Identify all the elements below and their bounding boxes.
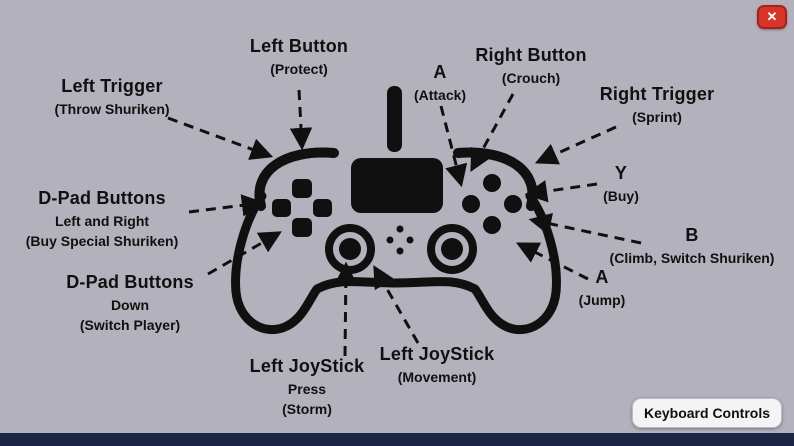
label-title: Left Trigger (61, 76, 163, 96)
label-left-trigger: Left Trigger (Throw Shuriken) (54, 76, 169, 118)
label-line: (Storm) (282, 401, 332, 418)
label-title: D-Pad Buttons (66, 272, 194, 292)
annotation-arrows (167, 89, 642, 357)
label-line: (Jump) (578, 291, 626, 308)
label-line: Press (287, 380, 327, 397)
label-title: B (685, 225, 699, 245)
arrow-a-attack (439, 105, 468, 188)
label-line: (Buy) (603, 187, 639, 204)
touchpad (351, 158, 443, 213)
arrow-right-trigger (534, 125, 617, 165)
label-line: Down (110, 296, 150, 313)
label-line: Left and Right (54, 212, 150, 229)
label-line: (Sprint) (632, 108, 682, 125)
label-y-buy: Y (Buy) (603, 163, 639, 205)
label-line: (Buy Special Shuriken) (25, 233, 179, 250)
label-stick-press: Left JoyStick Press (Storm) (250, 356, 365, 418)
label-left-button: Left Button (Protect) (250, 36, 348, 78)
close-icon: ✕ (766, 9, 778, 24)
label-title: Right Button (475, 45, 587, 65)
label-stick-move: Left JoyStick (Movement) (380, 344, 495, 386)
gamepad-silhouette (231, 86, 561, 335)
center-dots (386, 225, 414, 255)
dpad (272, 179, 332, 237)
arrow-left-trigger (167, 116, 274, 160)
label-title: Left JoyStick (249, 356, 365, 376)
label-line: (Switch Player) (79, 317, 181, 334)
label-line: (Crouch) (501, 69, 561, 86)
label-title: A (595, 267, 609, 287)
label-dpad-left-right: D-Pad Buttons Left and Right (Buy Specia… (26, 188, 178, 250)
arrow-stick-press (334, 261, 358, 357)
label-title: Left JoyStick (379, 344, 495, 364)
arrow-b (528, 212, 642, 245)
arrow-stick-move (373, 265, 420, 344)
arrow-a-jump (515, 242, 589, 281)
keyboard-controls-button[interactable]: Keyboard Controls (631, 398, 782, 428)
label-right-trigger: Right Trigger (Sprint) (600, 84, 715, 126)
label-title: Y (614, 163, 628, 183)
label-line: (Movement) (397, 368, 477, 385)
label-a-attack: A (Attack) (414, 62, 466, 104)
label-title: Right Trigger (599, 84, 715, 104)
antenna (387, 86, 402, 152)
arrow-dpad-down (207, 231, 282, 276)
bottom-bar (0, 433, 794, 446)
arrow-left-button (289, 89, 313, 151)
label-line: (Climb, Switch Shuriken) (609, 249, 775, 266)
label-line: (Throw Shuriken) (54, 100, 170, 117)
label-a-jump: A (Jump) (579, 267, 626, 309)
label-title: D-Pad Buttons (38, 188, 166, 208)
arrow-y (524, 180, 598, 203)
label-line: (Protect) (270, 60, 328, 77)
label-right-button: Right Button (Crouch) (475, 45, 586, 87)
label-dpad-down: D-Pad Buttons Down (Switch Player) (66, 272, 194, 334)
left-joystick (325, 224, 375, 274)
label-title: Left Button (249, 36, 349, 56)
right-joystick (427, 224, 477, 274)
label-line: (Attack) (413, 86, 467, 103)
close-button[interactable]: ✕ (757, 5, 787, 29)
arrow-dpad-left-right (188, 194, 265, 217)
controller-body (231, 191, 561, 335)
label-title: A (433, 62, 447, 82)
face-buttons (462, 174, 522, 234)
arrow-right-button (470, 93, 515, 172)
label-b-climb: B (Climb, Switch Shuriken) (610, 225, 775, 267)
